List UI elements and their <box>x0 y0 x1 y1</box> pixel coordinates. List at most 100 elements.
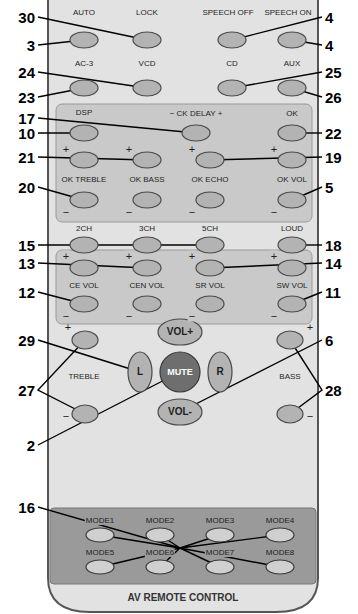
callout-number: 11 <box>324 285 342 300</box>
button <box>70 80 98 96</box>
mode-panel <box>50 508 316 584</box>
button-label: DSP <box>75 109 93 117</box>
button <box>146 560 174 574</box>
callout-number: 15 <box>17 238 36 253</box>
sign-label: + <box>188 251 196 262</box>
callout-number: 24 <box>17 65 36 80</box>
callout-number: 17 <box>17 111 36 126</box>
callout-number: 3 <box>26 38 36 53</box>
sign-label: − <box>125 311 133 322</box>
button-label: VOL- <box>167 407 193 417</box>
button <box>218 32 246 48</box>
callout-number: 10 <box>17 126 36 141</box>
button-label: R <box>215 367 224 377</box>
button-label: CE VOL <box>68 282 99 290</box>
button <box>277 405 303 423</box>
button-label: OK <box>285 110 299 118</box>
button <box>196 192 224 208</box>
sign-label: − <box>62 311 70 322</box>
sign-label: + <box>125 251 133 262</box>
button <box>128 352 152 392</box>
callout-number: 29 <box>17 333 36 348</box>
button <box>206 528 234 542</box>
button <box>182 125 210 141</box>
button-label: SPEECH ON <box>263 9 312 17</box>
button-label: MUTE <box>166 368 194 377</box>
button <box>86 560 114 574</box>
button-label: SPEECH OFF <box>201 9 254 17</box>
button <box>196 260 224 276</box>
mute-button <box>160 352 200 392</box>
button <box>133 260 161 276</box>
button-label: 2CH <box>75 225 93 233</box>
callout-number: 25 <box>324 65 343 80</box>
button-label: SR VOL <box>194 282 225 290</box>
button <box>86 528 114 542</box>
button-label: MODE7 <box>205 549 235 557</box>
sign-label: + <box>125 144 133 155</box>
callout-number: 20 <box>17 180 36 195</box>
button <box>278 32 306 48</box>
sign-label: + <box>306 322 314 333</box>
sign-label: + <box>188 144 196 155</box>
button <box>278 152 306 168</box>
button <box>70 125 98 141</box>
button-label: LOUD <box>280 225 304 233</box>
button-label: MODE5 <box>85 549 115 557</box>
button <box>196 237 224 253</box>
sign-label: − <box>188 207 196 218</box>
button <box>278 237 306 253</box>
button <box>133 192 161 208</box>
callout-number: 12 <box>17 285 36 300</box>
button <box>208 352 232 392</box>
sign-label: + <box>62 251 70 262</box>
button <box>266 528 294 542</box>
callout-number: 13 <box>17 256 36 271</box>
button-label: OK BASS <box>128 176 165 184</box>
button <box>72 331 98 349</box>
button-label: 5CH <box>201 225 219 233</box>
button <box>278 296 306 312</box>
button-label: MODE4 <box>265 517 295 525</box>
button <box>133 32 161 48</box>
button-label: CD <box>225 60 239 68</box>
button <box>206 560 234 574</box>
callout-number: 30 <box>17 10 36 25</box>
button <box>72 405 98 423</box>
button-label: AUX <box>283 60 301 68</box>
button <box>277 331 303 349</box>
remote-body <box>48 0 318 612</box>
button <box>133 296 161 312</box>
button <box>278 80 306 96</box>
sign-label: + <box>64 322 72 333</box>
button <box>133 237 161 253</box>
button <box>266 560 294 574</box>
button <box>70 260 98 276</box>
button-label: L <box>136 367 144 377</box>
button <box>196 152 224 168</box>
sign-label: − <box>188 311 196 322</box>
karaoke-panel <box>56 104 312 222</box>
button <box>278 125 306 141</box>
callout-number: 16 <box>17 500 36 515</box>
callout-number: 28 <box>324 383 343 398</box>
button <box>158 399 202 425</box>
callout-number: 14 <box>324 256 343 271</box>
button <box>278 192 306 208</box>
sign-label: − <box>125 207 133 218</box>
callout-number: 26 <box>324 90 343 105</box>
button-label: 3CH <box>138 225 156 233</box>
leader-line <box>38 507 180 548</box>
callout-number: 27 <box>17 383 36 398</box>
leader-line <box>232 17 322 40</box>
callout-number: 4 <box>324 38 334 53</box>
button-label: BASS <box>278 373 301 381</box>
callout-number: 18 <box>324 238 343 253</box>
button-label: AC-3 <box>74 60 94 68</box>
sign-label: − <box>270 311 278 322</box>
callout-number: 4 <box>324 10 334 25</box>
sign-label: + <box>62 144 70 155</box>
callout-number: 19 <box>324 150 343 165</box>
button-label: MODE1 <box>85 517 115 525</box>
